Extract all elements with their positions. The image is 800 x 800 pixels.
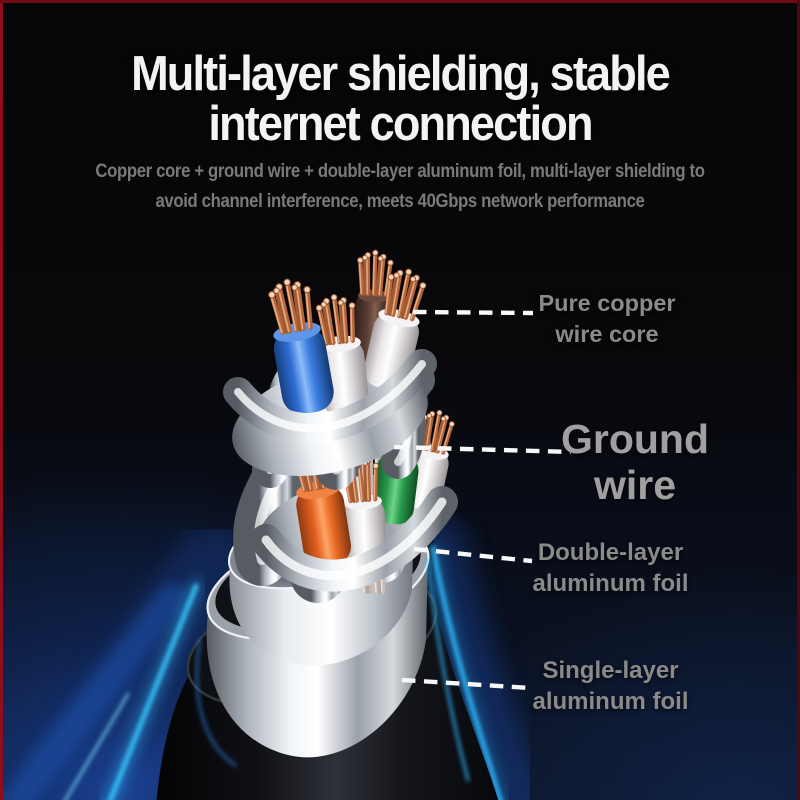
foil-collar-upper — [223, 349, 437, 444]
wire-blue — [262, 274, 334, 415]
frame-edge-left — [0, 0, 3, 800]
label-ground-wire: Ground wire — [560, 416, 710, 508]
label-pure-copper-wire-core: Pure copper wire core — [538, 290, 676, 348]
blue-light-streaks — [0, 517, 545, 800]
leader-line-ground-wire — [393, 444, 572, 455]
leader-line-double-foil — [413, 546, 533, 564]
leader-lines — [393, 309, 572, 691]
label-double-layer-foil: Double-layer aluminum foil — [532, 539, 689, 598]
page-subtitle: Copper core + ground wire + double-layer… — [95, 161, 705, 213]
foil-collar-lower — [250, 486, 458, 592]
frame-edge-top — [0, 0, 800, 3]
label-single-layer-foil: Single-layer aluminum foil — [532, 657, 689, 716]
page-title: Multi-layer shielding, stable internet c… — [131, 47, 671, 151]
frame-edge-right — [797, 0, 800, 800]
leader-line-copper-core — [412, 309, 534, 316]
cable-rim-light — [195, 558, 470, 782]
